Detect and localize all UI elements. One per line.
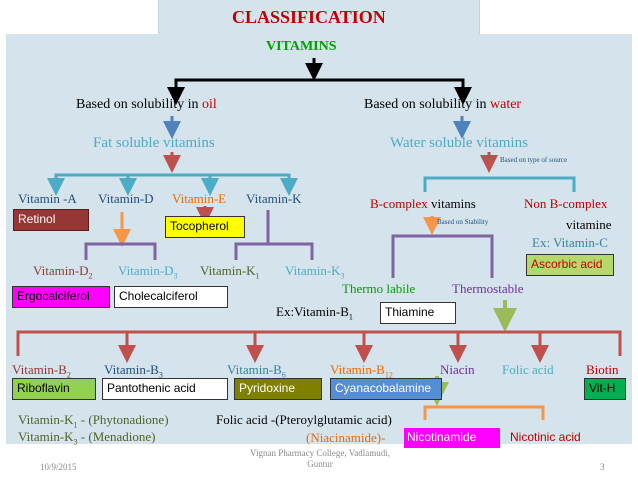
k3-note-text: Vitamin-K [18, 429, 74, 444]
vitamin-d3-sub: 3 [173, 271, 178, 281]
riboflavin-box: Riboflavin [12, 378, 96, 400]
folic-note: Folic acid -(Pteroylglutamic acid) [216, 412, 392, 427]
vitamin-b2-sub: 2 [66, 370, 71, 380]
vitamin-k1-text: Vitamin-K [200, 263, 256, 278]
tocopherol-box: Tocopherol [165, 216, 245, 238]
vitamin-b12-text: Vitamin-B [330, 362, 385, 377]
thermo-labile-label: Thermo labile [342, 281, 416, 296]
content-panel [6, 34, 632, 444]
stability-bracket [391, 234, 494, 278]
vitamin-b12-label: Vitamin-B12 [330, 363, 393, 380]
vitamin-b2-text: Vitamin-B [12, 362, 67, 377]
b1-example: Ex:Vitamin-B1 [276, 305, 353, 322]
vitamin-b3-label: Vitamin-B3 [104, 363, 163, 380]
oil-basis-label: Based on solubility in oil [76, 98, 217, 112]
footer-page-number: 3 [600, 462, 605, 472]
b1-example-sub: 1 [348, 312, 353, 322]
nicotinic-acid-label: Nicotinic acid [510, 430, 581, 444]
vitamin-c-example: Ex: Vitamin-C [532, 235, 608, 250]
vitamin-b2-label: Vitamin-B2 [12, 363, 71, 380]
footer-institution: Vignan Pharmacy College, Vadlamudi, Gunt… [232, 448, 408, 471]
niacin-bracket [423, 405, 545, 420]
b-complex-keyword: B-complex [370, 196, 428, 211]
b1-example-text: Ex:Vitamin-B [276, 304, 349, 319]
root-label: VITAMINS [266, 39, 337, 54]
vitamin-d2-text: Vitamin-D [33, 263, 89, 278]
k1-note-rest: - (Phytonadione) [77, 412, 169, 427]
k3-note-rest: - (Menadione) [77, 429, 156, 444]
retinol-box: Retinol [13, 209, 89, 231]
non-b-complex-line1: Non B-complex [524, 196, 608, 211]
vitamin-b3-sub: 3 [158, 370, 163, 380]
footer-date: 10/9/2015 [40, 462, 77, 472]
oil-basis-prefix: Based on solubility in [76, 97, 202, 112]
footer-institution-line1: Vignan Pharmacy College, Vadlamudi, [249, 448, 390, 458]
slide-title: CLASSIFICATION [232, 7, 386, 27]
vitamin-d3-label: Vitamin-D3 [118, 264, 178, 281]
k3-note: Vitamin-K3 - (Menadione) [18, 430, 156, 447]
vitamin-d2-label: Vitamin-D2 [33, 264, 93, 281]
pantothenic-acid-box: Pantothenic acid [102, 378, 228, 400]
vitamin-d-label: Vitamin-D [98, 191, 154, 206]
vitamin-b12-sub: 12 [384, 370, 393, 380]
d-bracket [84, 242, 157, 260]
pyridoxine-box: Pyridoxine [234, 378, 322, 400]
k1-note-text: Vitamin-K [18, 412, 74, 427]
water-soluble-label: Water soluble vitamins [390, 135, 528, 151]
vitamin-a-label: Vitamin -A [18, 191, 77, 206]
vitamin-k1-sub: 1 [255, 271, 260, 281]
oil-keyword: oil [202, 97, 217, 112]
top-bracket [174, 78, 465, 95]
water-basis-label: Based on solubility in water [364, 98, 521, 112]
niacinamide-note: (Niacinamide)- [306, 430, 386, 445]
vitamin-k3-sub: 3 [340, 271, 345, 281]
vit-h-box: Vit-H [584, 378, 626, 400]
vitamin-b6-sub: 6 [281, 370, 286, 380]
water-bracket [423, 176, 576, 192]
water-keyword: water [490, 97, 522, 112]
b-complex-label: B-complex vitamins [370, 197, 476, 210]
k-bracket [234, 242, 314, 260]
vitamin-d2-sub: 2 [88, 271, 93, 281]
fat-bracket [54, 173, 291, 186]
vitamin-b3-text: Vitamin-B [104, 362, 159, 377]
ergocalciferol-box: Ergocalciferol [12, 286, 110, 308]
stability-note: Based on Stability [437, 218, 489, 226]
source-type-note: Based on type of source [500, 156, 568, 164]
k1-note: Vitamin-K1 - (Phytonadione) [18, 413, 169, 430]
vitamin-e-label: Vitamin-E [172, 191, 227, 206]
vitamin-k3-text: Vitamin-K [285, 263, 341, 278]
vitamin-b6-label: Vitamin-B6 [227, 363, 286, 380]
vitamin-k-label: Vitamin-K [246, 191, 302, 206]
water-basis-prefix: Based on solubility in [364, 97, 490, 112]
vitamin-b6-text: Vitamin-B [227, 362, 282, 377]
cholecalciferol-box: Cholecalciferol [114, 286, 228, 308]
k3-note-sub: 3 [73, 437, 78, 447]
b-series-bracket [16, 330, 622, 356]
thiamine-box: Thiamine [380, 302, 456, 324]
vitamin-d3-text: Vitamin-D [118, 263, 174, 278]
k1-note-sub: 1 [73, 420, 78, 430]
b-complex-rest: vitamins [427, 196, 476, 211]
non-b-complex-line2: vitamine [566, 217, 612, 232]
title-tab [158, 0, 480, 34]
cyanacobalamine-box: Cyanacobalamine [330, 378, 442, 400]
folic-acid-label: Folic acid [502, 362, 554, 377]
vitamin-k3-label: Vitamin-K3 [285, 264, 345, 281]
biotin-label: Biotin [586, 362, 619, 377]
ascorbic-acid-box: Ascorbic acid [526, 254, 614, 276]
fat-soluble-label: Fat soluble vitamins [93, 135, 215, 151]
nicotinamide-box: Nicotinamide [404, 428, 500, 448]
niacin-label: Niacin [440, 362, 475, 377]
thermostable-label: Thermostable [452, 281, 524, 296]
footer-institution-line2: Guntur [307, 459, 333, 470]
vitamin-k1-label: Vitamin-K1 [200, 264, 260, 281]
